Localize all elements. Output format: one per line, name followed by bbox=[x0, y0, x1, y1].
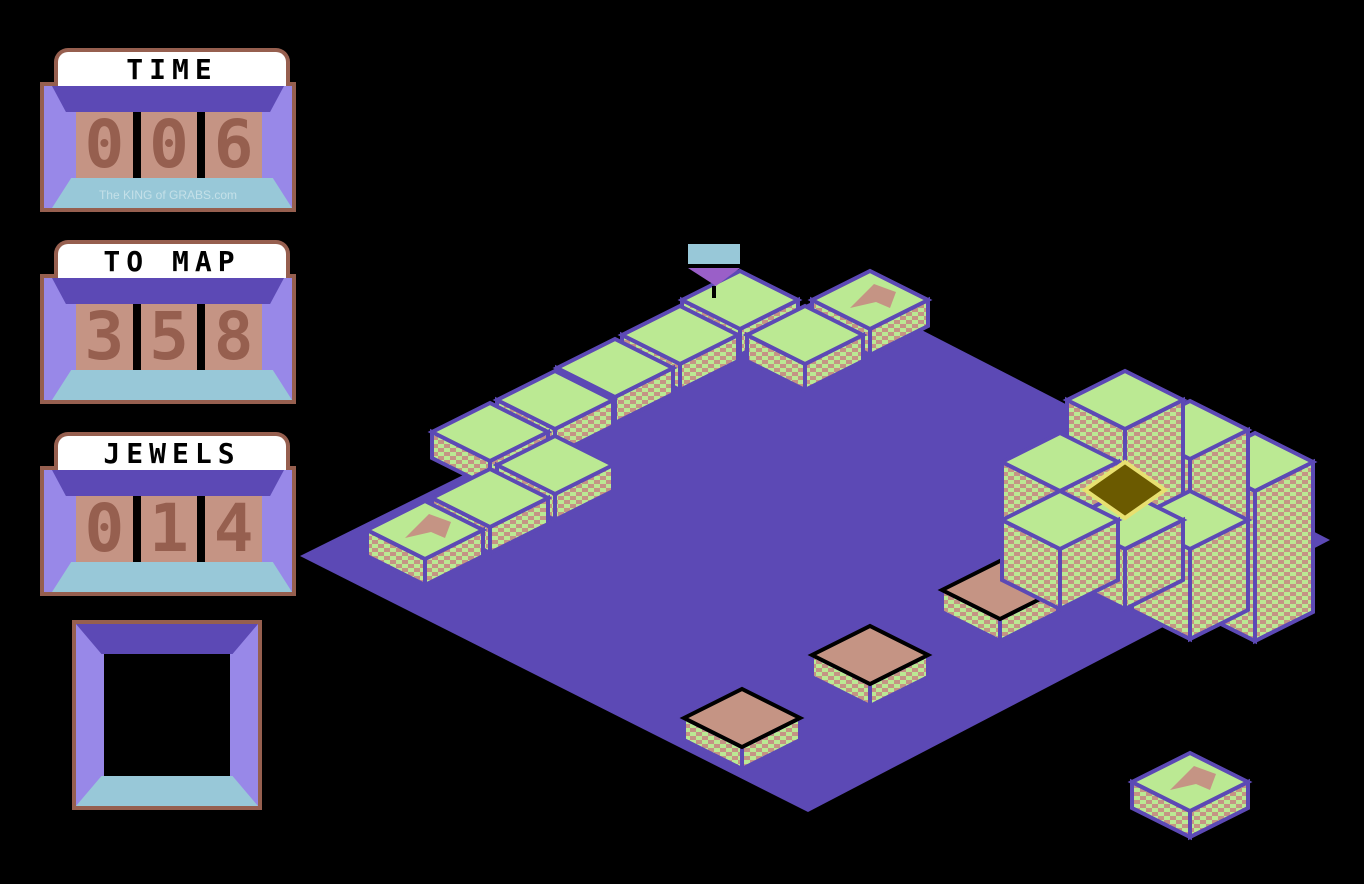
stepping-stone-top bbox=[679, 686, 805, 750]
block-top bbox=[427, 466, 553, 530]
block-top bbox=[997, 488, 1123, 552]
to-map-digit: 3 bbox=[76, 304, 133, 370]
block-top bbox=[492, 433, 618, 497]
to-map-digit: 8 bbox=[205, 304, 263, 370]
arrow-icon bbox=[850, 284, 896, 308]
jewels-digit: 0 bbox=[76, 496, 133, 562]
time-digit: 0 bbox=[140, 112, 198, 178]
jewels-digit: 4 bbox=[205, 496, 263, 562]
block-top bbox=[552, 336, 678, 400]
time-label: TIME bbox=[54, 48, 290, 86]
block-top bbox=[617, 303, 743, 367]
block-top bbox=[1062, 368, 1188, 432]
block-top bbox=[997, 430, 1123, 494]
jewels-label: JEWELS bbox=[54, 432, 290, 470]
player-marker bbox=[688, 244, 740, 298]
jewel-icon bbox=[1081, 459, 1169, 521]
to-map-label: TO MAP bbox=[54, 240, 290, 278]
block-top bbox=[492, 368, 618, 432]
watermark: The KING of GRABS.com bbox=[98, 188, 238, 202]
arrow-icon bbox=[1170, 766, 1216, 790]
jewels-digit: 1 bbox=[140, 496, 198, 562]
time-digit: 6 bbox=[205, 112, 263, 178]
to-map-digit: 5 bbox=[140, 304, 198, 370]
block-top bbox=[742, 303, 868, 367]
stepping-stone-top bbox=[807, 623, 933, 687]
arrow-icon bbox=[405, 514, 451, 538]
time-digit: 0 bbox=[76, 112, 133, 178]
held-item-slot bbox=[72, 620, 262, 810]
block-top bbox=[427, 400, 553, 464]
